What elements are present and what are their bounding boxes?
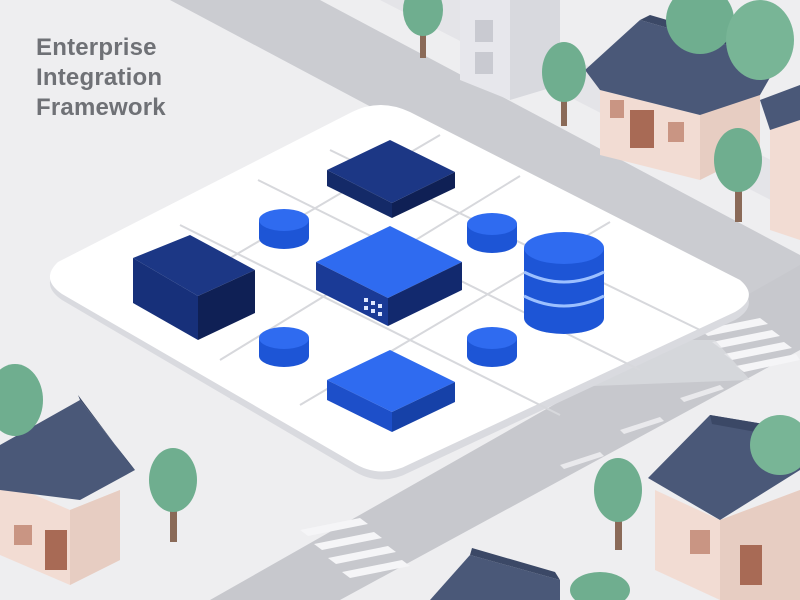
tree-icon [666, 0, 794, 80]
house-icon [760, 85, 800, 240]
tree-icon [0, 364, 43, 436]
blue-block-bottom [327, 350, 455, 432]
tree-icon [403, 0, 443, 58]
title-line: Framework [36, 94, 166, 121]
crosswalk-bottom [300, 518, 410, 578]
navy-block-left [133, 235, 255, 340]
node-cylinder [259, 327, 309, 367]
title-line: Enterprise [36, 34, 157, 61]
tree-icon [750, 415, 800, 475]
tree-icon [149, 448, 197, 542]
node-cylinder [467, 327, 517, 367]
node-cylinder [467, 213, 517, 253]
page-title: Enterprise Integration Framework [36, 33, 166, 123]
lane-marks [560, 385, 724, 469]
crosswalk-right [700, 318, 800, 372]
tree-icon [714, 128, 762, 222]
tree-icon [542, 42, 586, 126]
server-icon [316, 226, 462, 326]
house-icon [0, 395, 135, 585]
navy-block-top [327, 140, 455, 218]
title-line: Integration [36, 64, 163, 91]
tree-icon [594, 458, 642, 550]
node-cylinder [259, 209, 309, 249]
house-icon [430, 548, 630, 600]
database-icon [523, 232, 605, 334]
